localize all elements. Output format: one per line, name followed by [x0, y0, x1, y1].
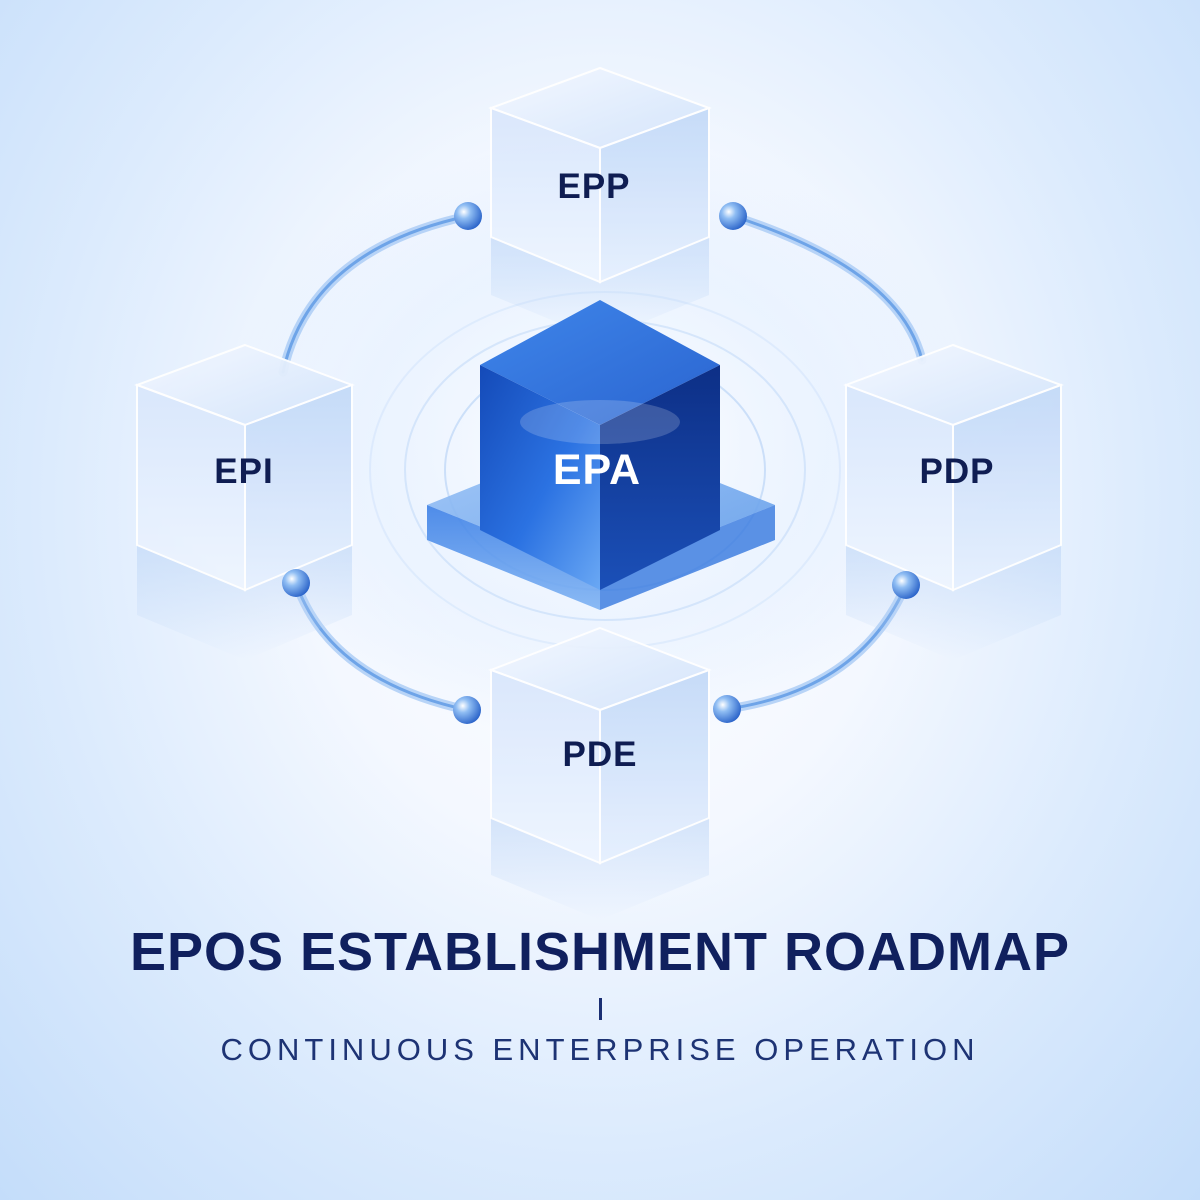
bead-bottom-right — [713, 695, 741, 723]
bead-top-right — [719, 202, 747, 230]
cube-pde: PDE — [488, 626, 712, 865]
cube-epa: EPA — [480, 300, 720, 590]
cube-pdp: PDP — [843, 343, 1064, 592]
cube-reflections — [137, 237, 1061, 920]
roadmap-subtitle: CONTINUOUS ENTERPRISE OPERATION — [220, 1032, 980, 1067]
roadmap-title: EPOS ESTABLISHMENT ROADMAP — [129, 922, 1071, 982]
cube-epp: EPP — [488, 66, 712, 284]
cube-epi: EPI — [134, 343, 355, 592]
cube-label-epp: EPP — [557, 167, 630, 206]
cube-label-epi: EPI — [214, 452, 273, 491]
cube-label-pde: PDE — [563, 735, 638, 774]
bead-top-left — [454, 202, 482, 230]
connector-beads — [282, 202, 920, 724]
bead-left-bottom — [282, 569, 310, 597]
cube-label-epa: EPA — [553, 446, 641, 494]
bead-right-bottom — [892, 571, 920, 599]
bead-bottom-left — [453, 696, 481, 724]
caption-divider — [598, 998, 602, 1020]
cube-label-pdp: PDP — [920, 452, 995, 491]
caption: EPOS ESTABLISHMENT ROADMAP CONTINUOUS EN… — [0, 920, 1200, 1068]
